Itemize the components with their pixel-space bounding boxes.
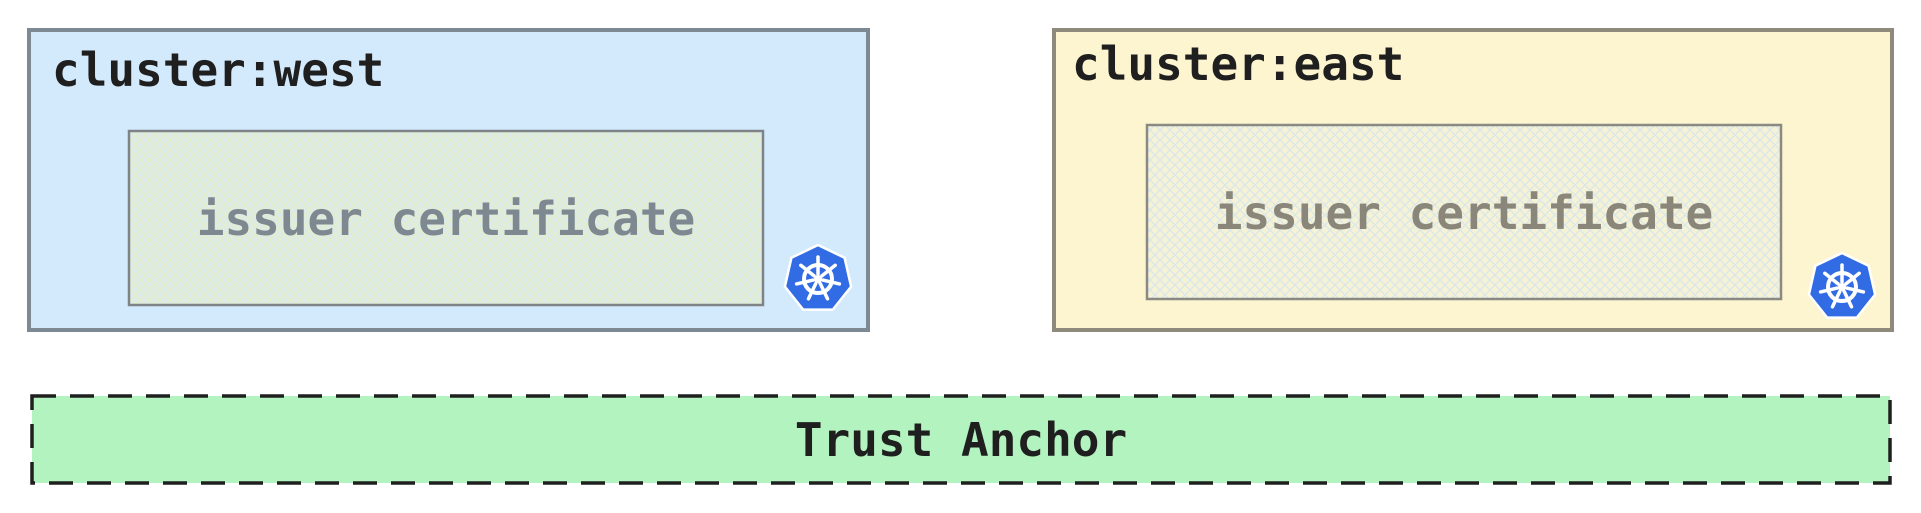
cluster-east: cluster:east issuer certificate xyxy=(1052,28,1894,332)
issuer-certificate-west-label: issuer certificate xyxy=(197,192,696,246)
issuer-certificate-east: issuer certificate xyxy=(1145,123,1783,301)
issuer-certificate-west: issuer certificate xyxy=(127,129,765,307)
cluster-west-title: cluster:west xyxy=(52,43,384,97)
trust-anchor-box xyxy=(30,394,1892,485)
trust-anchor-label: Trust Anchor xyxy=(795,413,1127,467)
trust-anchor: Trust Anchor xyxy=(30,394,1892,485)
issuer-certificate-east-label: issuer certificate xyxy=(1215,186,1714,240)
issuer-certificate-west-box xyxy=(127,129,765,307)
cluster-east-title: cluster:east xyxy=(1072,37,1404,91)
issuer-certificate-east-box xyxy=(1145,123,1783,301)
cluster-west: cluster:west issuer certificate xyxy=(27,28,870,332)
